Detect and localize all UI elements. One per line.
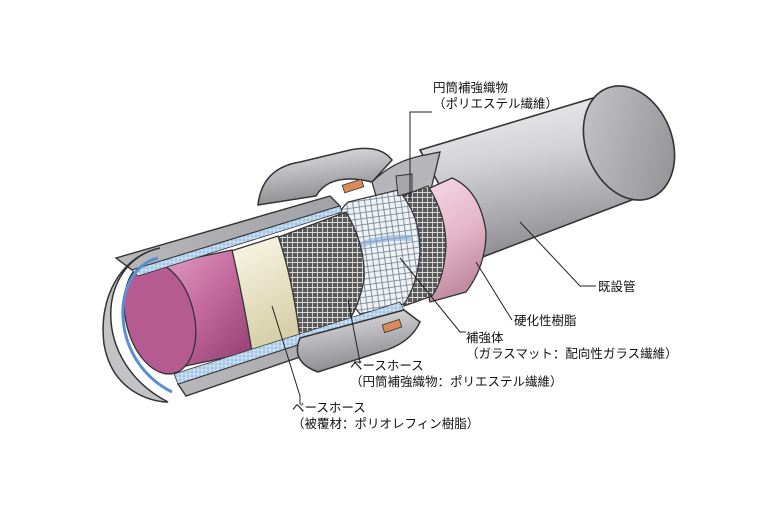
label-cylinder-fabric-name: 円筒補強織物 xyxy=(433,80,509,95)
label-cylinder-fabric-material: （ポリエステル繊維） xyxy=(433,96,559,111)
label-reinforcement-material: （ガラスマット：配向性ガラス繊維） xyxy=(466,346,678,361)
label-hardened-resin: 硬化性樹脂 xyxy=(514,313,577,328)
label-base-hose-coating: ベースホース （被覆材：ポリオレフィン樹脂） xyxy=(292,400,479,432)
label-base-hose-fabric-name: ベースホース xyxy=(350,358,424,373)
sleeve-collar-front xyxy=(296,173,421,373)
inner-hose xyxy=(123,249,253,375)
label-base-hose-coating-material: （被覆材：ポリオレフィン樹脂） xyxy=(292,416,480,431)
leader-base-hose-coating xyxy=(271,305,301,404)
label-base-hose-coating-name: ベースホース xyxy=(292,400,366,415)
leader-reinforcement xyxy=(399,257,466,333)
label-base-hose-fabric: ベースホース （円筒補強織物：ポリエステル繊維） xyxy=(350,358,563,390)
leader-base-hose-fabric xyxy=(347,299,361,363)
label-reinforcement: 補強体 （ガラスマット：配向性ガラス繊維） xyxy=(466,330,678,362)
label-existing-pipe: 既設管 xyxy=(598,279,636,294)
label-base-hose-fabric-material: （円筒補強織物：ポリエステル繊維） xyxy=(350,374,563,389)
pipe-wall-cutaway xyxy=(102,195,409,403)
leader-existing-pipe xyxy=(519,221,596,287)
label-reinforcement-name: 補強体 xyxy=(466,330,504,345)
leader-lines xyxy=(271,111,596,404)
label-cylinder-fabric: 円筒補強織物 （ポリエステル繊維） xyxy=(433,80,558,112)
leader-cylinder-fabric xyxy=(409,111,432,200)
leader-hardened-resin xyxy=(475,261,513,321)
